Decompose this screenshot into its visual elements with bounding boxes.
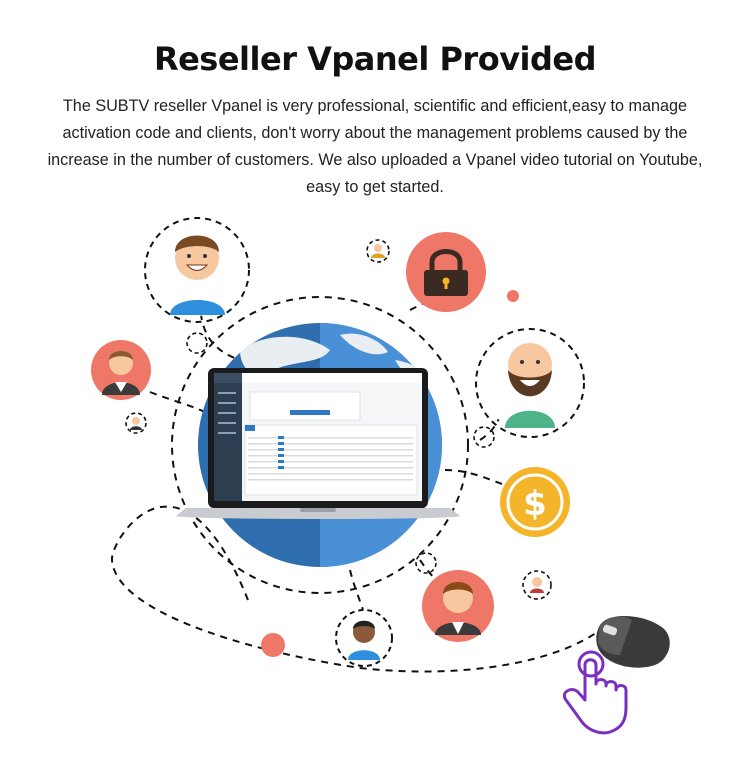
- decor-dot: [261, 633, 285, 657]
- computer-mouse-icon: [596, 615, 670, 668]
- connector-node: [473, 426, 495, 448]
- user-avatar-icon: [144, 217, 250, 323]
- page-title: Reseller Vpanel Provided: [153, 40, 597, 78]
- lock-icon: [406, 232, 486, 312]
- user-avatar-icon: [422, 570, 494, 642]
- page-description: The SUBTV reseller Vpanel is very profes…: [47, 97, 703, 196]
- user-avatar-icon: [522, 570, 552, 600]
- user-avatar-icon: [91, 340, 151, 400]
- decor-dot: [507, 290, 519, 302]
- user-avatar-icon: [335, 609, 393, 667]
- connector-node: [415, 552, 437, 574]
- user-avatar-icon: [125, 412, 147, 434]
- laptop-icon: [176, 368, 460, 519]
- pointing-hand-icon: [563, 650, 628, 735]
- connector-node: [186, 332, 208, 354]
- svg-text:$: $: [523, 484, 547, 524]
- user-avatar-icon: [366, 239, 390, 263]
- user-avatar-icon: [475, 328, 585, 438]
- dollar-coin-icon: $: [500, 467, 570, 537]
